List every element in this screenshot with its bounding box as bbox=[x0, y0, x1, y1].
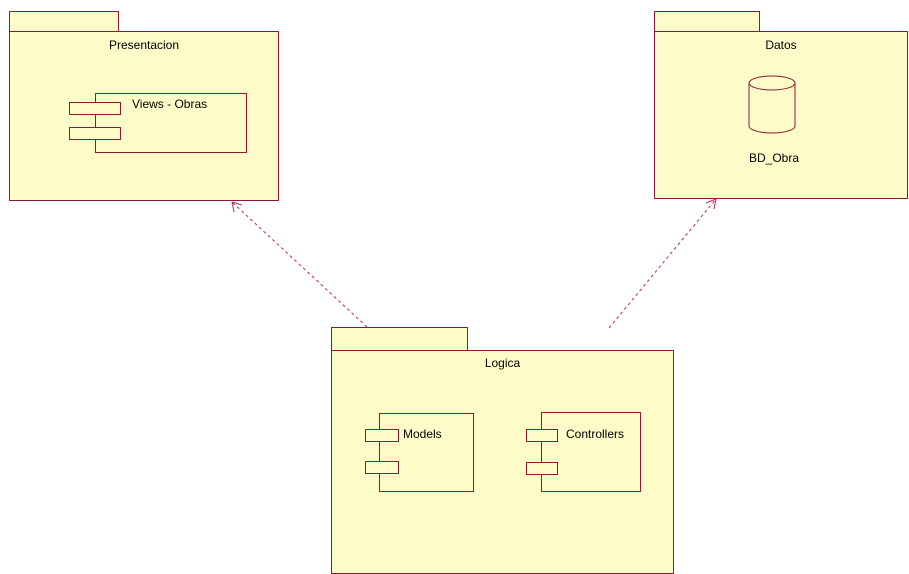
logica-package-tab[interactable] bbox=[331, 327, 468, 351]
datos-package-tab[interactable] bbox=[654, 11, 760, 32]
models-component-port-bottom bbox=[365, 461, 399, 474]
views-component-port-top bbox=[69, 102, 121, 115]
models-component-label: Models bbox=[403, 427, 442, 441]
database-icon[interactable] bbox=[748, 75, 796, 135]
presentacion-package-label: Presentacion bbox=[108, 38, 180, 52]
views-component-label: Views - Obras bbox=[132, 97, 208, 111]
controllers-component-port-top bbox=[526, 429, 558, 442]
views-component-port-bottom bbox=[69, 127, 121, 140]
models-component-port-top bbox=[365, 429, 399, 442]
dependency-logica-datos bbox=[608, 198, 717, 329]
dependency-logica-presentacion bbox=[231, 201, 368, 328]
models-component[interactable] bbox=[379, 413, 474, 492]
controllers-component-port-bottom bbox=[526, 462, 558, 475]
datos-package-label: Datos bbox=[765, 38, 797, 52]
presentacion-package-tab[interactable] bbox=[9, 11, 119, 32]
controllers-component-label: Controllers bbox=[566, 427, 625, 441]
controllers-component[interactable] bbox=[541, 412, 641, 492]
database-label: BD_Obra bbox=[749, 151, 800, 165]
logica-package-label: Logica bbox=[484, 356, 521, 370]
